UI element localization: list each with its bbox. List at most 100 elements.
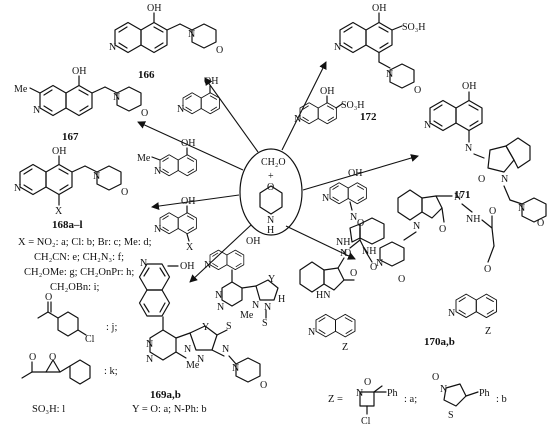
svg-text:H: H xyxy=(278,294,285,305)
plus-sign: + xyxy=(268,171,274,182)
svg-text:Ph: Ph xyxy=(387,388,398,399)
label-167: 167 xyxy=(62,131,79,143)
svg-text:N: N xyxy=(222,344,229,355)
svg-text:O: O xyxy=(370,262,377,273)
reactant-8hq-sulfonic: OH N SO₃H xyxy=(294,86,365,125)
svg-text:NH: NH xyxy=(466,214,480,225)
svg-text:OH: OH xyxy=(147,3,161,14)
svg-text:OH: OH xyxy=(462,81,476,92)
svg-text:N: N xyxy=(232,363,239,374)
arrow-to-170 xyxy=(285,225,356,260)
svg-text:Z: Z xyxy=(342,342,348,353)
svg-text:NH: NH xyxy=(336,237,350,248)
arrow-to-169 xyxy=(189,224,252,283)
svg-text:Z =: Z = xyxy=(328,394,343,405)
morpholine-h: H xyxy=(267,225,274,236)
compound-170: N N O O N NH O O N Z 170a,b xyxy=(376,189,498,348)
compound-167: OH N Me N O 167 xyxy=(14,66,148,143)
svg-text:N: N xyxy=(334,42,341,53)
svg-text:N: N xyxy=(340,248,347,259)
svg-text:N: N xyxy=(322,193,329,204)
svg-text:O: O xyxy=(29,352,36,363)
svg-text:Me: Me xyxy=(240,310,254,321)
svg-text:Y: Y xyxy=(268,274,275,285)
svg-text:N: N xyxy=(154,224,161,235)
compound-171: OH N N O N N O 171 xyxy=(424,81,547,229)
svg-text:N: N xyxy=(264,302,271,313)
svg-text:N: N xyxy=(140,258,147,269)
svg-text:N: N xyxy=(113,92,120,103)
so3h-172: SO₃H xyxy=(402,22,426,33)
formaldehyde-label: CH₂O xyxy=(261,157,286,168)
reactant-169-precursor: OH N N N Me N N Y H S xyxy=(204,236,285,329)
svg-text:N: N xyxy=(308,327,315,338)
svg-text:OH: OH xyxy=(181,196,195,207)
svg-text:N: N xyxy=(386,69,393,80)
svg-text:Cl: Cl xyxy=(361,416,371,427)
svg-text:O: O xyxy=(537,218,544,229)
svg-text:Y: Y xyxy=(202,322,209,333)
arrow-to-166 xyxy=(204,77,259,153)
z-definitions: Z = N O Ph Cl : a; N O S Ph : b xyxy=(328,372,507,427)
label-171: 171 xyxy=(454,189,471,201)
label-166: 166 xyxy=(138,69,155,81)
reactant-isatin-hydrazone: HN O N NH O O N Z xyxy=(299,218,377,353)
svg-text:O: O xyxy=(439,224,446,235)
compound-168: OH N N O X 168a–l xyxy=(14,146,128,231)
svg-text:OH: OH xyxy=(72,66,86,77)
svg-text:N: N xyxy=(215,290,222,301)
svg-text:X: X xyxy=(186,242,194,253)
svg-text:Ph: Ph xyxy=(479,388,490,399)
svg-text:NH: NH xyxy=(362,246,376,257)
arrow-to-167 xyxy=(137,121,244,171)
svg-text:O: O xyxy=(484,264,491,275)
morpholine-o: O xyxy=(267,182,274,193)
reactant-8hq-top: OH N xyxy=(177,76,220,115)
svg-text:O: O xyxy=(489,206,496,217)
svg-text:Me: Me xyxy=(14,84,28,95)
svg-text:O: O xyxy=(344,248,351,259)
svg-text:Y = O: a; N-Ph: b: Y = O: a; N-Ph: b xyxy=(132,404,207,415)
svg-text:SO₃H: SO₃H xyxy=(341,100,365,111)
svg-text:OH: OH xyxy=(348,168,362,179)
reactant-171-precursor: OH N N O NH xyxy=(322,168,385,259)
svg-text:O: O xyxy=(478,174,485,185)
svg-text:S: S xyxy=(448,410,454,421)
label-172: 172 xyxy=(360,111,377,123)
svg-text:N: N xyxy=(146,354,153,365)
x-definitions: X = NO₂: a; Cl: b; Br: c; Me: d; CH₂CN: … xyxy=(18,237,152,293)
svg-text:N: N xyxy=(356,388,363,399)
svg-text:N: N xyxy=(177,104,184,115)
svg-text:OH: OH xyxy=(181,138,195,149)
svg-text:X: X xyxy=(55,206,63,217)
svg-text:N: N xyxy=(448,308,455,319)
svg-text:O: O xyxy=(350,268,357,279)
substituent-l: SO₃H: l xyxy=(32,404,65,415)
svg-text:N: N xyxy=(350,212,357,223)
svg-text:N: N xyxy=(197,354,204,365)
svg-text:OH: OH xyxy=(372,3,386,14)
compound-172: OH N SO₃H N O 172 xyxy=(334,3,426,123)
svg-text:S: S xyxy=(226,321,232,332)
svg-text:N: N xyxy=(204,260,211,271)
svg-text:N: N xyxy=(501,174,508,185)
svg-text:N: N xyxy=(294,114,301,125)
svg-text:Me: Me xyxy=(137,153,151,164)
svg-text:N: N xyxy=(252,300,259,311)
svg-text:CH₂OBn: i;: CH₂OBn: i; xyxy=(50,282,100,293)
svg-text:N: N xyxy=(93,171,100,182)
svg-text:O: O xyxy=(432,372,439,383)
svg-text:N: N xyxy=(154,166,161,177)
svg-text:: k;: : k; xyxy=(104,366,118,377)
svg-text:: j;: : j; xyxy=(106,322,117,333)
reaction-arrows xyxy=(137,61,419,283)
svg-text:N: N xyxy=(424,120,431,131)
label-168: 168a–l xyxy=(52,219,83,231)
svg-text:HN: HN xyxy=(316,290,330,301)
center-reagents: CH₂O + O N H xyxy=(239,148,303,236)
svg-text:O: O xyxy=(364,377,371,388)
svg-text:N: N xyxy=(184,344,191,355)
svg-text:N: N xyxy=(217,302,224,313)
compound-169: OH N N N Me N N Y S N N O 169a,b Y = O: … xyxy=(132,258,267,415)
